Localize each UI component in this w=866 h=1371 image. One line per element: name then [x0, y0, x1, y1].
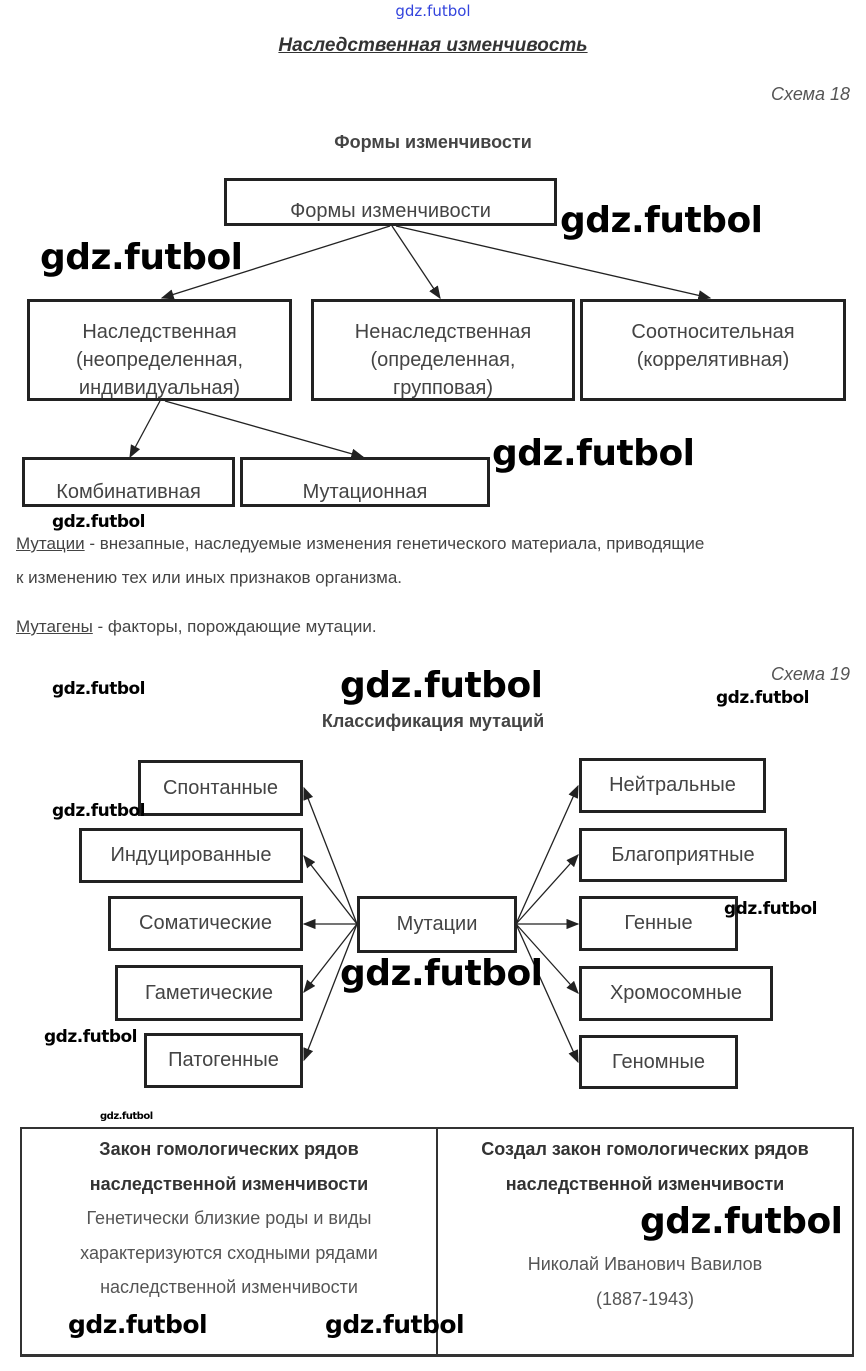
watermark: gdz.futbol — [724, 899, 818, 919]
chromosomal-box: Хромосомные — [579, 966, 773, 1021]
arrow — [303, 786, 358, 925]
watermark: gdz.futbol — [40, 237, 243, 278]
pathogenic-box: Патогенные — [144, 1033, 303, 1088]
arrow — [129, 400, 161, 459]
creator-title-line2: наследственной изменчивости — [505, 1173, 785, 1194]
watermark: gdz.futbol — [340, 665, 543, 706]
scheme-18-label: Схема 18 — [771, 84, 850, 104]
scheme-19-label: Схема 19 — [771, 664, 850, 684]
neutral-box: Нейтральные — [579, 758, 766, 813]
watermark: gdz.futbol — [68, 1310, 208, 1339]
mutations-center-box: Мутации — [357, 896, 517, 953]
watermark: gdz.futbol — [52, 801, 146, 821]
law-title-line2: наследственной изменчивости — [89, 1173, 369, 1194]
box-line: (неопределенная, — [75, 349, 244, 371]
watermark: gdz.futbol — [340, 953, 543, 994]
law-text-line3: наследственной изменчивости — [100, 1277, 358, 1297]
table-left-cell: Закон гомологических рядов наследственно… — [22, 1132, 436, 1305]
box-line: групповая) — [393, 377, 493, 399]
watermark: gdz.futbol — [560, 200, 763, 241]
favorable-box: Благоприятные — [579, 828, 787, 882]
box-line: (коррелятивная) — [636, 349, 790, 371]
mutagen-definition: Мутагены - факторы, порождающие мутации. — [16, 617, 856, 637]
page-title: Наследственная изменчивость — [278, 35, 588, 56]
law-text-line1: Генетически близкие роды и виды — [86, 1208, 372, 1228]
arrow — [303, 923, 358, 1062]
arrow — [164, 400, 365, 459]
scheme-18-heading: Формы изменчивости — [334, 132, 532, 152]
box-line: индивидуальная) — [78, 377, 241, 399]
arrow — [515, 923, 579, 994]
combinative-box: Комбинативная — [22, 457, 235, 507]
arrow — [515, 854, 579, 925]
creator-title-line1: Создал закон гомологических рядов — [481, 1139, 809, 1159]
arrow — [303, 854, 358, 925]
spontaneous-box: Спонтанные — [138, 760, 303, 816]
definition-text: - внезапные, наследуемые изменения генет… — [84, 534, 705, 553]
watermark: gdz.futbol — [52, 512, 146, 532]
box-label: Мутационная — [302, 481, 428, 503]
mutation-definition-cont: к изменению тех или иных признаков орган… — [16, 568, 403, 587]
scientist-name: Николай Иванович Вавилов — [527, 1254, 763, 1274]
genomic-box: Геномные — [579, 1035, 738, 1089]
gametic-box: Гаметические — [115, 965, 303, 1021]
arrow — [395, 225, 712, 301]
mutation-definition: Мутации - внезапные, наследуемые изменен… — [16, 534, 856, 554]
induced-box: Индуцированные — [79, 828, 303, 883]
table-divider — [436, 1127, 438, 1357]
arrow — [160, 225, 391, 300]
site-watermark-top: gdz.futbol — [395, 2, 471, 20]
watermark: gdz.futbol — [52, 679, 146, 699]
box-line: Соотносительная — [631, 321, 795, 343]
watermark: gdz.futbol — [716, 688, 810, 708]
table-right-cell: Создал закон гомологических рядов наслед… — [438, 1132, 852, 1316]
watermark: gdz.futbol — [100, 1111, 153, 1122]
box-line: Ненаследственная — [354, 321, 532, 343]
watermark: gdz.futbol — [640, 1201, 843, 1242]
arrow — [515, 784, 579, 925]
arrow — [515, 923, 579, 1064]
term-mutation: Мутации — [16, 534, 85, 553]
box-label: Комбинативная — [56, 481, 201, 503]
root-label: Формы изменчивости — [290, 200, 491, 222]
mutational-box: Мутационная — [240, 457, 490, 507]
arrow — [303, 923, 358, 994]
gene-box: Генные — [579, 896, 738, 951]
definition-text: - факторы, порождающие мутации. — [92, 617, 377, 636]
law-text-line2: характеризуются сходными рядами — [80, 1242, 378, 1263]
watermark: gdz.futbol — [44, 1027, 138, 1047]
scheme-19-heading: Классификация мутаций — [321, 711, 545, 731]
root-box: Формы изменчивости — [224, 178, 557, 226]
term-mutagen: Мутагены — [16, 617, 93, 636]
watermark: gdz.futbol — [325, 1310, 465, 1339]
law-title-line1: Закон гомологических рядов — [99, 1139, 359, 1159]
correlative-box: Соотносительная (коррелятивная) — [580, 299, 846, 401]
scientist-years: (1887-1943) — [595, 1288, 695, 1309]
hereditary-box: Наследственная (неопределенная, индивидуал… — [27, 299, 292, 401]
non-hereditary-box: Ненаследственная (определенная, групповая) — [311, 299, 575, 401]
arrow — [391, 225, 441, 300]
watermark: gdz.futbol — [492, 433, 695, 474]
box-line: (определенная, — [370, 349, 516, 371]
box-line: Наследственная — [82, 321, 237, 343]
somatic-box: Соматические — [108, 896, 303, 951]
